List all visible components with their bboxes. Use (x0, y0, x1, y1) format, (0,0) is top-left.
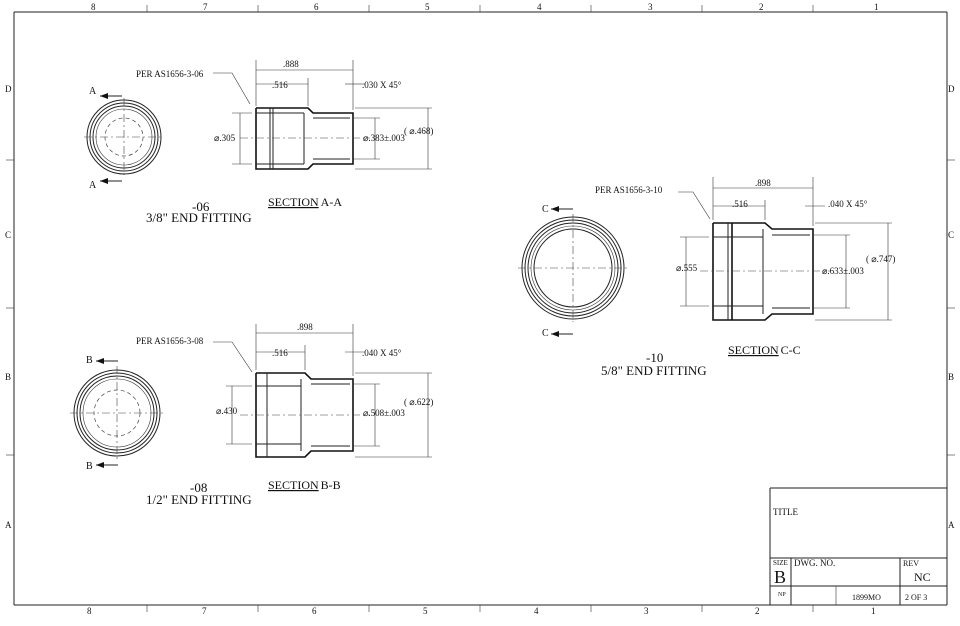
cut-label-c-top: C (542, 204, 549, 215)
fitting-name-08: 1/2" END FITTING (146, 492, 252, 507)
rev-value: NC (914, 570, 931, 584)
zone-bottom-6: 6 (312, 606, 317, 616)
dash-no-08: -08 (190, 480, 207, 495)
rev-label: REV (903, 559, 919, 568)
zone-right-b: B (948, 372, 954, 382)
end-view-06 (84, 98, 164, 176)
end-view-10 (518, 214, 628, 322)
zone-bottom-2: 2 (755, 606, 760, 616)
dim-06-bore: ⌀.305 (214, 133, 236, 143)
section-b-b: .898 .516 .040 X 45° ⌀.430 ⌀.508±.003 ( … (136, 322, 433, 492)
cut-label-b-top: B (86, 355, 93, 366)
dim-08-ref: ( ⌀.622) (404, 397, 433, 407)
dim-08-step: .516 (272, 348, 288, 358)
dim-06-overall: .888 (283, 59, 299, 69)
zone-right-c: C (948, 230, 954, 240)
cut-line-a: A A (89, 86, 122, 191)
fitting-name-10: 5/8" END FITTING (601, 363, 707, 378)
dim-08-bore: ⌀.430 (216, 406, 238, 416)
dim-10-chamfer: .040 X 45° (828, 199, 868, 209)
size-label: SIZE (773, 559, 788, 567)
dash-no-06: -06 (192, 199, 210, 214)
dim-10-overall: .898 (755, 178, 771, 188)
zone-left-c: C (5, 230, 11, 240)
size-value: B (774, 567, 786, 587)
dim-10-ref: ( ⌀.747) (866, 254, 895, 264)
zone-bottom-5: 5 (423, 606, 428, 616)
per-note-10: PER AS1656-3-10 (595, 185, 663, 195)
zone-left-b: B (5, 372, 11, 382)
dim-06-step: .516 (272, 80, 288, 90)
zone-top-5: 5 (425, 2, 430, 12)
cut-line-b: B B (86, 355, 118, 472)
title-label: TITLE (773, 507, 798, 517)
title-block: TITLE SIZE B DWG. NO. REV NC NP 1899MO 2… (769, 487, 947, 605)
dim-08-chamfer: .040 X 45° (362, 348, 402, 358)
zone-bottom-8: 8 (87, 606, 92, 616)
zone-bottom-4: 4 (534, 606, 539, 616)
zone-left-d: D (5, 84, 12, 94)
dwg-no-label: DWG. NO. (794, 558, 835, 568)
zone-top-4: 4 (537, 2, 542, 12)
section-a-a: .888 .516 .030 X 45° ⌀.305 ⌀.383±.003 ( … (136, 59, 433, 209)
end-view-08 (70, 366, 164, 460)
dim-08-overall: .898 (297, 322, 313, 332)
dim-08-od: ⌀.508±.003 (363, 408, 405, 418)
zone-top-7: 7 (203, 2, 208, 12)
cut-label-a-bottom: A (89, 180, 97, 191)
dwg-number: 1899MO (852, 593, 881, 602)
zone-top-8: 8 (91, 2, 96, 12)
dim-10-bore: ⌀.555 (676, 263, 698, 273)
dim-06-chamfer: .030 X 45° (362, 80, 402, 90)
cut-label-c-bottom: C (542, 328, 549, 339)
dim-06-ref: ( ⌀.468) (404, 126, 433, 136)
zone-top-6: 6 (314, 2, 319, 12)
zone-top-3: 3 (648, 2, 653, 12)
per-note-08: PER AS1656-3-08 (136, 336, 204, 346)
dash-no-10: -10 (646, 350, 663, 365)
cut-line-c: C C (542, 204, 573, 339)
zone-right-d: D (948, 84, 955, 94)
zone-bottom-1: 1 (871, 606, 876, 616)
scale-label: NP (778, 592, 786, 598)
per-note-06: PER AS1656-3-06 (136, 69, 204, 79)
dim-10-step: .516 (732, 199, 748, 209)
zone-left-a: A (5, 520, 12, 530)
fitting-name-06: 3/8" END FITTING (146, 210, 252, 225)
cut-label-b-bottom: B (86, 461, 93, 472)
drawing-border: 8 7 6 5 4 3 2 1 8 7 6 5 4 3 2 1 D C B A … (5, 2, 955, 616)
zone-top-1: 1 (874, 2, 879, 12)
zone-top-2: 2 (759, 2, 764, 12)
zone-bottom-3: 3 (644, 606, 649, 616)
cut-label-a-top: A (89, 86, 97, 97)
sheet-number: 2 OF 3 (905, 593, 927, 602)
zone-bottom-7: 7 (202, 606, 207, 616)
dim-10-od: ⌀.633±.003 (822, 266, 864, 276)
section-c-c: .898 .516 .040 X 45° ⌀.555 ⌀.633±.003 ( … (595, 177, 895, 357)
dim-06-od: ⌀.383±.003 (363, 133, 405, 143)
zone-right-a: A (948, 520, 955, 530)
